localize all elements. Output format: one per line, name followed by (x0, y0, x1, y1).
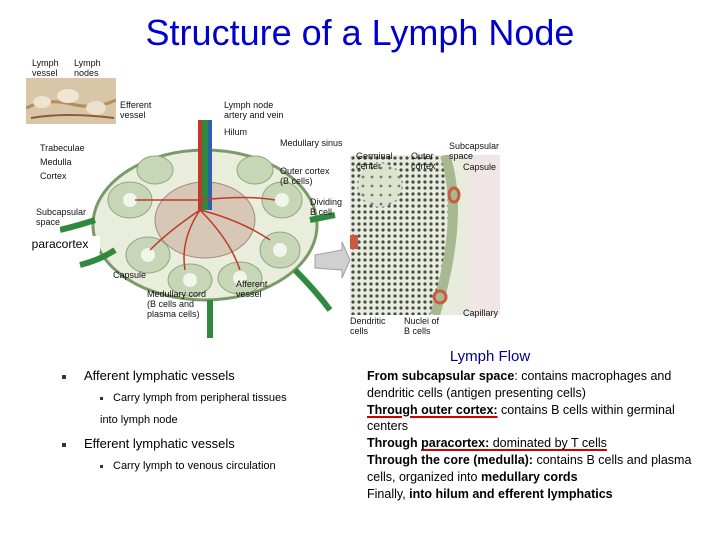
bullet-marker (62, 374, 66, 379)
page-title: Structure of a Lymph Node (145, 12, 575, 53)
lymph-nodes-label: Lymph nodes (74, 58, 101, 78)
dividing-b-cell-label: Dividing B cell (310, 197, 343, 217)
micro-subcapsular-space-label: Subcapsular space (449, 141, 500, 161)
subcapsular-space-label: Subcapsular space (36, 207, 87, 227)
flow-step-paracortex: Through paracortex: dominated by T cells (367, 436, 607, 451)
medullary-cord-label: Medullary cord (B cells and plasma cells… (147, 289, 207, 319)
afferent-vessel-label: Afferent vessel (236, 279, 268, 299)
outer-cortex-label: Outer cortex (B cells) (280, 166, 330, 186)
bullet-afferent-sub: Carry lymph from peripheral tissues (100, 392, 287, 404)
lymph-node-diagram (60, 120, 350, 339)
trabeculae-label: Trabeculae (40, 143, 85, 153)
micro-capsule-label: Capsule (463, 162, 497, 172)
capsule-label: Capsule (113, 270, 147, 280)
bullet-afferent-sub-cont: into lymph node (100, 414, 178, 426)
micrograph (350, 155, 500, 315)
capillary-label: Capillary (463, 308, 499, 318)
bullet-marker (62, 442, 66, 447)
cortex-label: Cortex (40, 171, 67, 181)
lymph-flow-heading: Lymph Flow (449, 348, 531, 365)
flow-step-subcapsular: From subcapsular space: contains macroph… (367, 369, 672, 400)
bullet-efferent-sub: Carry lymph to venous circulation (100, 460, 276, 472)
flow-step-hilum: Finally, into hilum and efferent lymphat… (367, 486, 613, 501)
bullet-afferent-sub-text-2: into lymph node (100, 414, 178, 426)
inset-photo (26, 78, 116, 124)
medulla-label: Medulla (40, 157, 72, 167)
paracortex-label: paracortex (20, 236, 100, 252)
bullet-efferent: Efferent lymphatic vessels (62, 436, 235, 451)
micro-outer-cortex-label: Outer cortex (411, 151, 436, 171)
efferent-vessel-label: Efferent vessel (120, 100, 152, 120)
sub-bullet-marker (100, 396, 103, 400)
nuclei-b-cells-label: Nuclei of B cells (404, 316, 440, 336)
artery-vein-label: Lymph node artery and vein (224, 100, 284, 120)
flow-step-outer-cortex: Through outer cortex: contains B cells w… (367, 402, 675, 434)
lymph-flow-text: From subcapsular space: contains macroph… (367, 368, 702, 502)
bullet-efferent-sub-text: Carry lymph to venous circulation (113, 460, 276, 472)
lymph-vessel-label: Lymph vessel (32, 58, 59, 78)
flow-step-medulla: Through the core (medulla): contains B c… (367, 452, 692, 484)
bullet-afferent-text: Afferent lymphatic vessels (84, 368, 235, 383)
sub-bullet-marker (100, 464, 103, 468)
medullary-sinus-label: Medullary sinus (280, 138, 343, 148)
bullet-afferent: Afferent lymphatic vessels (62, 368, 235, 383)
hilum-label: Hilum (224, 127, 248, 137)
germinal-center-label: Germinal center (356, 151, 393, 171)
bullet-afferent-sub-text-1: Carry lymph from peripheral tissues (113, 392, 287, 404)
bullet-efferent-text: Efferent lymphatic vessels (84, 436, 235, 451)
dendritic-cells-label: Dendritic cells (350, 316, 386, 336)
